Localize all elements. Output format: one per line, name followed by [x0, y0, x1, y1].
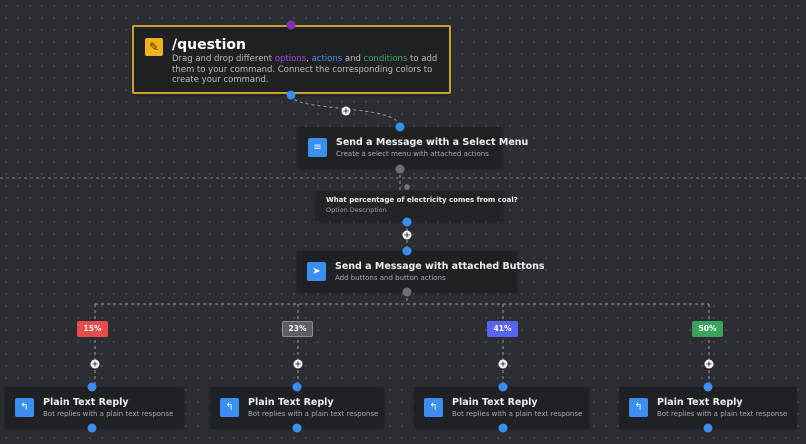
reply-description: Bot replies with a plain text response	[657, 410, 788, 418]
add-node-plus-icon[interactable]: +	[704, 359, 714, 369]
buttons-node-description: Add buttons and button actions	[335, 274, 446, 282]
option-description: Option Description	[326, 206, 387, 214]
cursor-icon: ➤	[307, 262, 326, 281]
button-23-percent[interactable]: 23%	[282, 321, 313, 337]
plain-text-reply-node[interactable]: ↰ Plain Text Reply Bot replies with a pl…	[414, 387, 589, 428]
add-node-plus-icon[interactable]: +	[90, 359, 100, 369]
reply-input-port[interactable]	[87, 382, 97, 392]
buttons-input-port[interactable]	[402, 246, 412, 256]
select-menu-node[interactable]: ≡ Send a Message with a Select Menu Crea…	[298, 127, 528, 168]
button-50-percent[interactable]: 50%	[692, 321, 723, 337]
buttons-output-port[interactable]	[402, 287, 412, 297]
plain-text-reply-node[interactable]: ↰ Plain Text Reply Bot replies with a pl…	[619, 387, 797, 428]
reply-output-port[interactable]	[703, 423, 713, 433]
add-node-plus-icon[interactable]: +	[293, 359, 303, 369]
reply-title: Plain Text Reply	[657, 397, 743, 408]
plain-text-reply-node[interactable]: ↰ Plain Text Reply Bot replies with a pl…	[5, 387, 184, 428]
command-node[interactable]: ✎ /question Drag and drop different opti…	[132, 25, 451, 94]
reply-title: Plain Text Reply	[43, 397, 129, 408]
reply-output-port[interactable]	[498, 423, 508, 433]
reply-icon: ↰	[15, 398, 34, 417]
buttons-node[interactable]: ➤ Send a Message with attached Buttons A…	[297, 251, 545, 292]
reply-input-port[interactable]	[703, 382, 713, 392]
list-icon: ≡	[308, 138, 327, 157]
wire-command-to-select-menu	[290, 94, 401, 128]
reply-title: Plain Text Reply	[452, 397, 538, 408]
reply-title: Plain Text Reply	[248, 397, 334, 408]
reply-icon: ↰	[629, 398, 648, 417]
reply-output-port[interactable]	[87, 423, 97, 433]
button-15-percent[interactable]: 15%	[77, 321, 108, 337]
conditions-highlight: conditions	[363, 54, 408, 64]
reply-description: Bot replies with a plain text response	[248, 410, 379, 418]
command-top-port[interactable]	[286, 20, 296, 30]
options-highlight: options	[274, 54, 307, 64]
command-output-port[interactable]	[286, 90, 296, 100]
reply-input-port[interactable]	[498, 382, 508, 392]
reply-icon: ↰	[220, 398, 239, 417]
hammer-icon: ✎	[145, 38, 163, 56]
add-node-plus-icon[interactable]: +	[341, 106, 351, 116]
reply-input-port[interactable]	[292, 382, 302, 392]
command-title: /question	[172, 37, 247, 53]
select-menu-description: Create a select menu with attached actio…	[336, 150, 489, 158]
select-menu-title: Send a Message with a Select Menu	[336, 137, 529, 148]
command-description: Drag and drop different options, actions…	[172, 54, 438, 85]
button-41-percent[interactable]: 41%	[487, 321, 518, 337]
plain-text-reply-node[interactable]: ↰ Plain Text Reply Bot replies with a pl…	[210, 387, 384, 428]
option-title: What percentage of electricity comes fro…	[326, 196, 518, 204]
add-node-plus-icon[interactable]: +	[498, 359, 508, 369]
option-output-port[interactable]	[402, 217, 412, 227]
actions-highlight: actions	[311, 54, 343, 64]
reply-description: Bot replies with a plain text response	[43, 410, 174, 418]
select-option-node[interactable]: What percentage of electricity comes fro…	[316, 191, 518, 221]
option-input-port[interactable]	[404, 184, 410, 190]
select-menu-input-port[interactable]	[395, 122, 405, 132]
reply-description: Bot replies with a plain text response	[452, 410, 583, 418]
buttons-node-title: Send a Message with attached Buttons	[335, 261, 545, 272]
reply-output-port[interactable]	[292, 423, 302, 433]
reply-icon: ↰	[424, 398, 443, 417]
select-menu-output-port[interactable]	[395, 164, 405, 174]
add-node-plus-icon[interactable]: +	[402, 230, 412, 240]
